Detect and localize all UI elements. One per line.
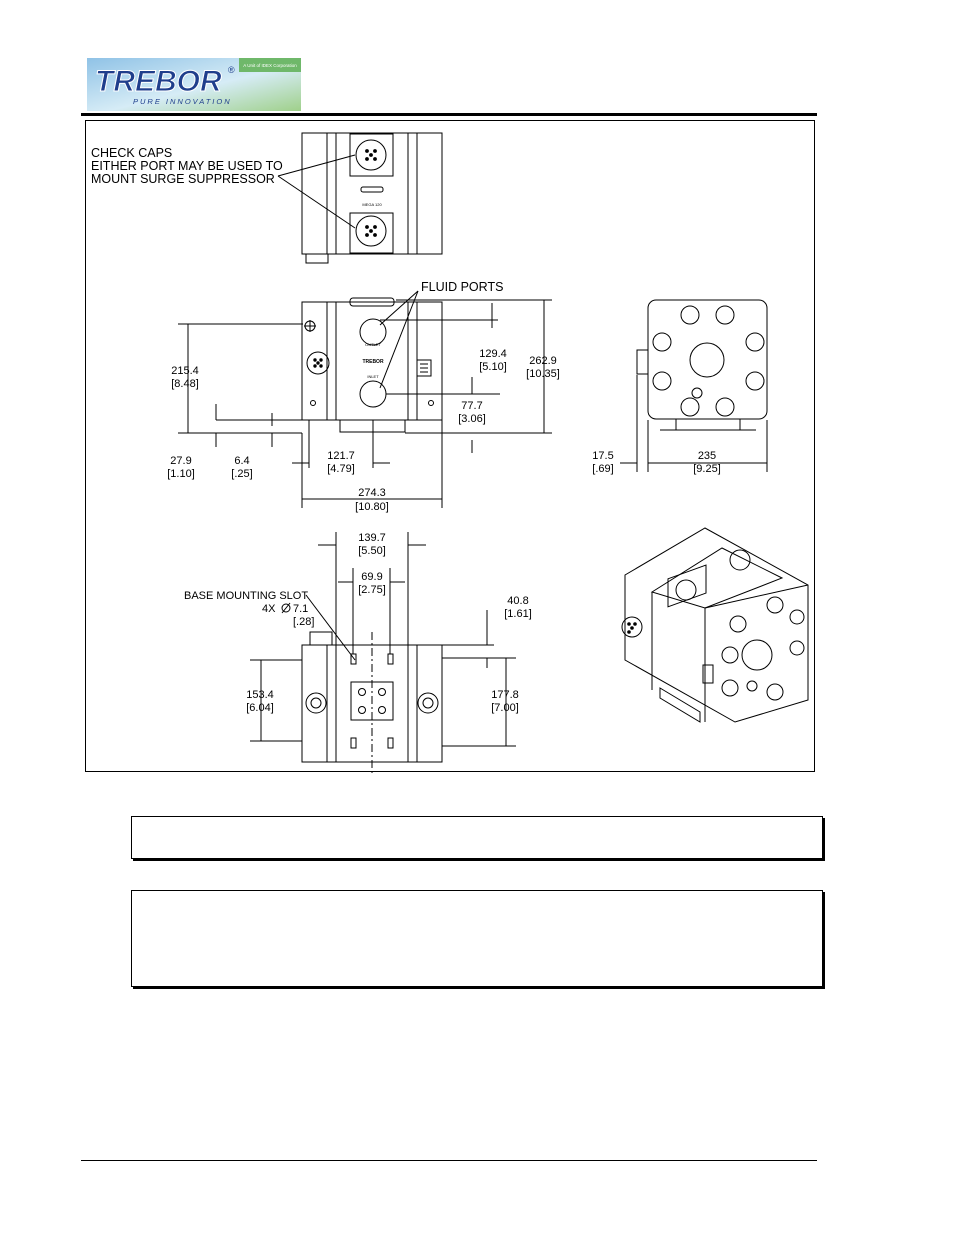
- side-view: 17.5 [.69] 235 [9.25]: [592, 299, 768, 475]
- logo-corner-text: A Unit of IDEX Corporation: [243, 63, 297, 68]
- dim-17-5-in: [.69]: [592, 463, 613, 475]
- dim-274-3-mm: 274.3: [358, 487, 386, 499]
- logo-tagline: PURE INNOVATION: [133, 97, 232, 106]
- dim-262-9-in: [10.35]: [526, 368, 560, 380]
- dim-69-9-in: [2.75]: [358, 584, 386, 596]
- dim-27-9-in: [1.10]: [167, 468, 195, 480]
- slot-label: BASE MOUNTING SLOT: [184, 590, 308, 602]
- slot-dia-mm: 7.1: [293, 603, 308, 615]
- top-view: MEGA 120 CHECK CAPS EITHER PORT MAY BE U…: [91, 132, 443, 264]
- dim-129-4-mm: 129.4: [479, 348, 507, 360]
- callout-line-3: MOUNT SURGE SUPPRESSOR: [91, 172, 275, 186]
- dim-235-mm: 235: [698, 450, 716, 462]
- isometric-view: [621, 527, 809, 723]
- dim-121-7-in: [4.79]: [327, 463, 355, 475]
- callout-line-2: EITHER PORT MAY BE USED TO: [91, 159, 283, 173]
- dim-139-7-in: [5.50]: [358, 545, 386, 557]
- bottom-view: 139.7 [5.50] 69.9 [2.75] BASE MOUNTING S…: [184, 532, 532, 773]
- header-rule: [81, 113, 817, 116]
- logo-wordmark: TREBOR: [95, 65, 222, 98]
- dim-153-4-mm: 153.4: [246, 689, 274, 701]
- dim-17-5-mm: 17.5: [592, 450, 613, 462]
- brand-label: TREBOR: [362, 359, 384, 365]
- dim-235-in: [9.25]: [693, 463, 721, 475]
- drawing-frame: [85, 120, 815, 772]
- dim-27-9-mm: 27.9: [170, 455, 191, 467]
- dim-177-8-mm: 177.8: [491, 689, 519, 701]
- dim-129-4-in: [5.10]: [479, 361, 507, 373]
- dim-139-7-mm: 139.7: [358, 532, 386, 544]
- dim-40-8-in: [1.61]: [504, 608, 532, 620]
- outlet-label: OUTLET: [365, 342, 381, 347]
- fluid-ports-label: FLUID PORTS: [421, 280, 503, 294]
- dim-40-8-mm: 40.8: [507, 595, 528, 607]
- dim-153-4-in: [6.04]: [246, 702, 274, 714]
- slot-dia-in: [.28]: [293, 616, 314, 628]
- dim-6-4-in: [.25]: [231, 468, 252, 480]
- dim-6-4-mm: 6.4: [234, 455, 249, 467]
- inlet-label: INLET: [367, 374, 379, 379]
- trebor-logo: A Unit of IDEX Corporation TREBOR ® PURE…: [87, 58, 301, 111]
- dim-69-9-mm: 69.9: [361, 571, 382, 583]
- logo-registered: ®: [228, 65, 235, 75]
- dim-77-7-in: [3.06]: [458, 413, 486, 425]
- note-box-1: [131, 816, 823, 859]
- dim-215-in: [8.48]: [171, 378, 199, 390]
- dim-262-9-mm: 262.9: [529, 355, 557, 367]
- dim-177-8-in: [7.00]: [491, 702, 519, 714]
- dim-215-mm: 215.4: [171, 365, 199, 377]
- dim-274-3-in: [10.80]: [355, 501, 389, 513]
- callout-line-1: CHECK CAPS: [91, 146, 172, 160]
- note-box-2: [131, 890, 823, 987]
- model-label: MEGA 120: [362, 202, 382, 207]
- dim-77-7-mm: 77.7: [461, 400, 482, 412]
- front-view: OUTLET TREBOR INLET FLUID PORTS 215.4 [8…: [167, 280, 560, 513]
- footer-rule: [81, 1160, 817, 1161]
- dim-121-7-mm: 121.7: [327, 450, 355, 462]
- slot-qty: 4X: [262, 603, 276, 615]
